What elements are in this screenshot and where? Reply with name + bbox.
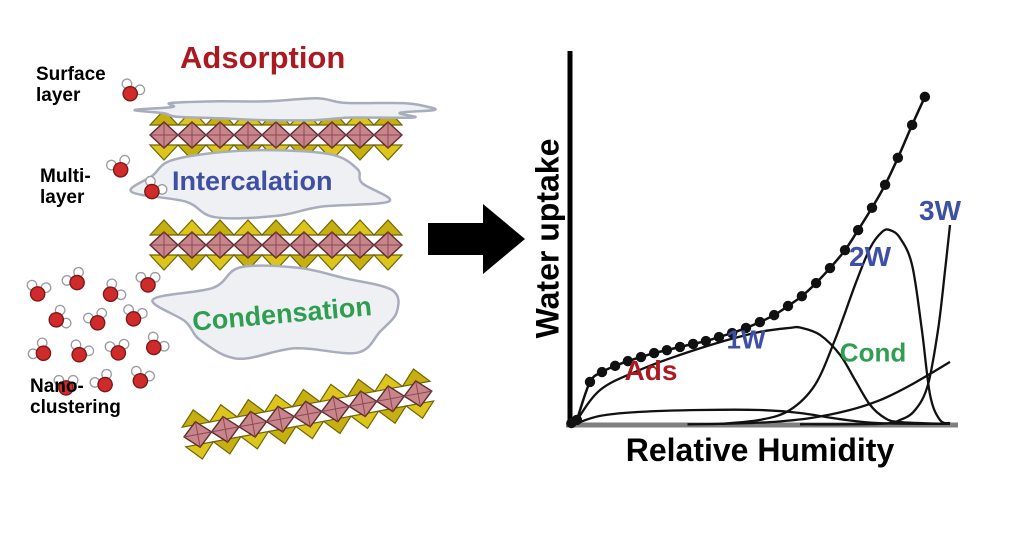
series-label-1w: 1W bbox=[726, 324, 766, 355]
data-point bbox=[919, 91, 931, 103]
data-point bbox=[824, 262, 836, 274]
mineral-slab bbox=[180, 368, 435, 460]
multi-layer-label: Multi- layer bbox=[40, 166, 91, 209]
data-point bbox=[648, 347, 660, 359]
intercalation-title: Intercalation bbox=[172, 166, 333, 196]
data-point bbox=[596, 366, 608, 378]
component-curve-cond bbox=[687, 360, 951, 426]
surface-layer-label: Surface layer bbox=[36, 64, 106, 107]
data-point bbox=[674, 341, 686, 353]
water-molecule-icon bbox=[105, 154, 131, 178]
data-point bbox=[661, 344, 673, 356]
water-molecule-icon bbox=[144, 175, 168, 200]
water-molecule-icon bbox=[70, 339, 95, 363]
component-curve-1w bbox=[574, 325, 951, 426]
data-point bbox=[906, 119, 918, 131]
series-label-ads: Ads bbox=[624, 355, 678, 386]
data-point bbox=[635, 351, 647, 363]
water-molecule-icon bbox=[121, 78, 146, 102]
data-point bbox=[879, 179, 891, 191]
cloud-shape bbox=[133, 96, 437, 122]
data-point bbox=[839, 244, 851, 256]
data-point bbox=[852, 224, 864, 236]
data-point bbox=[782, 300, 794, 312]
nano-clustering-label: Nano- clustering bbox=[30, 376, 121, 419]
data-point bbox=[713, 331, 725, 343]
water-molecule-icon bbox=[48, 304, 72, 329]
water-molecule-icon bbox=[89, 368, 113, 393]
water-molecule-icon bbox=[53, 374, 79, 396]
water-molecule-icon bbox=[82, 307, 108, 331]
water-molecule-icon bbox=[102, 278, 127, 303]
water-molecule-icon bbox=[130, 365, 156, 389]
data-point bbox=[740, 322, 752, 334]
cloud-shape bbox=[129, 148, 392, 220]
series-label-2w: 2W bbox=[849, 241, 891, 272]
cloud-shape bbox=[151, 264, 400, 360]
mineral-slab bbox=[148, 219, 404, 271]
series-label-cond: Cond bbox=[839, 337, 907, 368]
water-molecule-icon bbox=[26, 279, 52, 302]
component-curve-2w bbox=[719, 228, 951, 426]
y-axis-label: Water uptake bbox=[529, 138, 566, 339]
water-molecule-icon bbox=[27, 337, 52, 362]
data-point bbox=[796, 290, 808, 302]
data-point bbox=[584, 376, 596, 388]
data-point bbox=[571, 414, 583, 426]
data-point bbox=[810, 277, 822, 289]
data-point bbox=[768, 309, 780, 321]
component-curve-3w bbox=[799, 224, 952, 426]
arrow-right-icon bbox=[428, 204, 525, 274]
mineral-slab bbox=[148, 109, 404, 161]
water-molecule-icon bbox=[123, 304, 148, 327]
data-point bbox=[622, 355, 634, 367]
water-molecule-icon bbox=[135, 271, 161, 293]
data-point bbox=[754, 316, 766, 328]
data-point bbox=[700, 335, 712, 347]
adsorption-title: Adsorption bbox=[180, 40, 346, 75]
data-point bbox=[687, 338, 699, 350]
series-label-3w: 3W bbox=[919, 195, 961, 226]
data-point bbox=[609, 360, 621, 372]
data-point bbox=[726, 327, 738, 339]
water-molecule-icon bbox=[104, 338, 130, 361]
data-point bbox=[866, 202, 878, 214]
component-curve-ads bbox=[574, 408, 951, 426]
data-point bbox=[892, 152, 904, 164]
water-molecule-icon bbox=[145, 331, 170, 356]
water-molecule-icon bbox=[61, 266, 85, 291]
x-axis-label: Relative Humidity bbox=[625, 432, 895, 468]
